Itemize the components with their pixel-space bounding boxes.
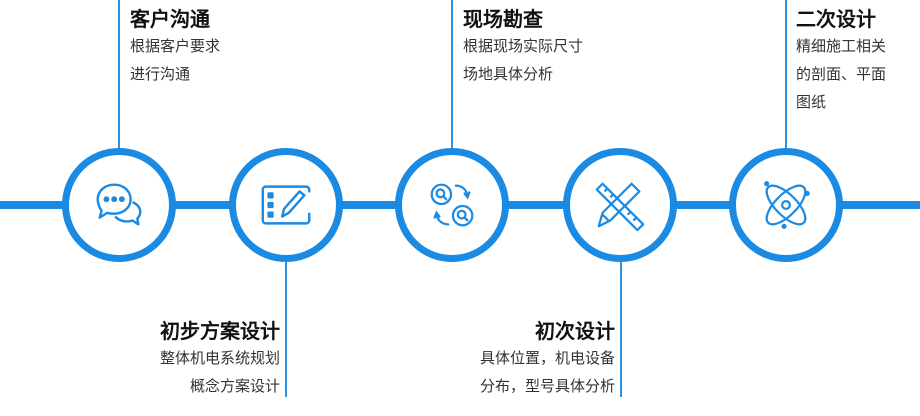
step-desc: 场地具体分析	[463, 65, 554, 83]
step-desc: 整体机电系统规划	[159, 349, 280, 367]
step-label-secondary-design: 二次设计 精细施工相关 的剖面、平面 图纸	[796, 6, 886, 116]
step-desc: 精细施工相关	[796, 37, 887, 55]
step-node-site-survey	[395, 148, 509, 262]
search-cycle-icon	[430, 183, 474, 227]
connector-line	[451, 0, 453, 150]
step-desc: 的剖面、平面	[796, 65, 887, 83]
step-label-site-survey: 现场勘查 根据现场实际尺寸 场地具体分析	[463, 6, 583, 88]
connector-line	[118, 0, 120, 150]
step-label-initial-design: 初次设计 具体位置，机电设备 分布，型号具体分析	[480, 318, 615, 400]
step-desc: 分布，型号具体分析	[479, 377, 615, 395]
step-node-secondary-design	[729, 148, 843, 262]
chat-bubbles-icon	[96, 183, 142, 226]
step-desc: 根据现场实际尺寸	[463, 37, 584, 55]
step-desc: 根据客户要求	[130, 37, 221, 55]
step-desc: 图纸	[796, 93, 827, 111]
step-label-customer-communication: 客户沟通 根据客户要求 进行沟通	[130, 6, 220, 88]
step-node-initial-design	[563, 148, 677, 262]
connector-line	[785, 0, 787, 150]
ruler-pencil-icon	[595, 182, 645, 232]
connector-line	[285, 260, 287, 397]
step-node-customer-communication	[62, 148, 176, 262]
step-title: 客户沟通	[130, 7, 210, 31]
atom-icon	[764, 181, 810, 229]
step-title: 二次设计	[796, 7, 876, 31]
edit-board-icon	[261, 185, 311, 225]
step-title: 现场勘查	[463, 7, 543, 31]
step-desc: 具体位置，机电设备	[479, 349, 615, 367]
step-label-preliminary-design: 初步方案设计 整体机电系统规划 概念方案设计	[160, 318, 280, 400]
connector-line	[620, 260, 622, 397]
step-desc: 进行沟通	[130, 65, 191, 83]
step-title: 初次设计	[535, 319, 615, 343]
step-desc: 概念方案设计	[189, 377, 280, 395]
step-title: 初步方案设计	[160, 319, 280, 343]
step-node-preliminary-design	[229, 148, 343, 262]
